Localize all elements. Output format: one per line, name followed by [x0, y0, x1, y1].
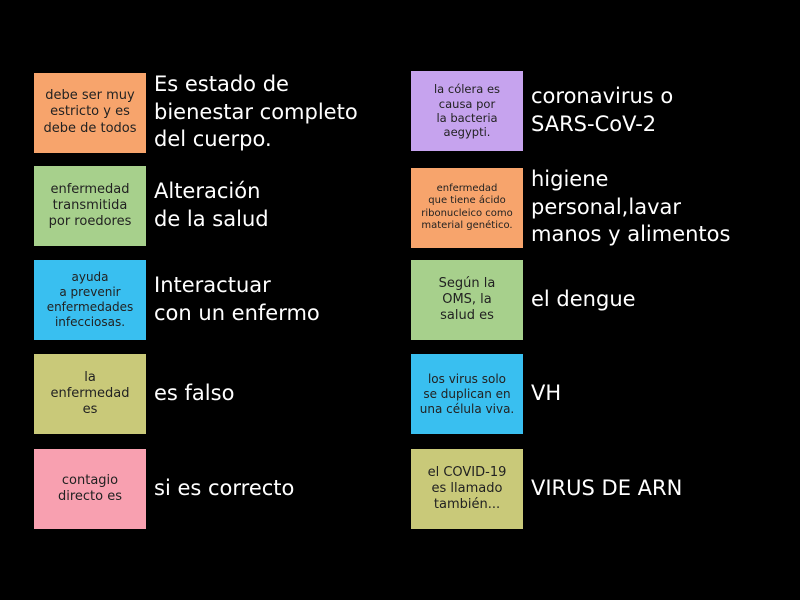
- draggable-card[interactable]: contagio directo es: [34, 449, 146, 529]
- draggable-card[interactable]: el COVID-19 es llamado también...: [411, 449, 523, 529]
- answer-text: el dengue: [531, 287, 636, 312]
- right-pair-5: el COVID-19 es llamado también... VIRUS …: [411, 449, 682, 529]
- right-pair-2: enfermedad que tiene ácido ribonucleico …: [411, 166, 730, 249]
- answer-text: si es correcto: [154, 476, 295, 501]
- right-pair-4: los virus solo se duplican en una célula…: [411, 354, 561, 434]
- draggable-card[interactable]: debe ser muy estricto y es debe de todos: [34, 72, 146, 153]
- draggable-card[interactable]: Según la OMS, la salud es: [411, 260, 523, 340]
- answer-text: Es estado de bienestar completo del cuer…: [154, 72, 358, 152]
- right-pair-3: Según la OMS, la salud es el dengue: [411, 260, 636, 340]
- draggable-card[interactable]: la enfermedad es: [34, 354, 146, 434]
- draggable-card[interactable]: la cólera es causa por la bacteria aegyp…: [411, 71, 523, 151]
- answer-text: VIRUS DE ARN: [531, 476, 683, 501]
- left-pair-5: contagio directo es si es correcto: [34, 449, 294, 529]
- answer-text: es falso: [154, 381, 235, 406]
- left-pair-2: enfermedad transmitida por roedores Alte…: [34, 166, 269, 246]
- answer-text: higiene personal,lavar manos y alimentos: [531, 167, 731, 247]
- right-pair-1: la cólera es causa por la bacteria aegyp…: [411, 71, 673, 151]
- answer-text: Alteración de la salud: [154, 179, 269, 231]
- answer-text: Interactuar con un enfermo: [154, 273, 320, 325]
- draggable-card[interactable]: enfermedad que tiene ácido ribonucleico …: [411, 167, 523, 248]
- draggable-card[interactable]: enfermedad transmitida por roedores: [34, 166, 146, 246]
- left-pair-4: la enfermedad es es falso: [34, 354, 234, 434]
- left-pair-1: debe ser muy estricto y es debe de todos…: [34, 71, 358, 154]
- answer-text: VH: [531, 381, 562, 406]
- draggable-card[interactable]: los virus solo se duplican en una célula…: [411, 354, 523, 434]
- left-pair-3: ayuda a prevenir enfermedades infecciosa…: [34, 260, 320, 340]
- draggable-card[interactable]: ayuda a prevenir enfermedades infecciosa…: [34, 260, 146, 340]
- answer-text: coronavirus o SARS-CoV-2: [531, 84, 674, 136]
